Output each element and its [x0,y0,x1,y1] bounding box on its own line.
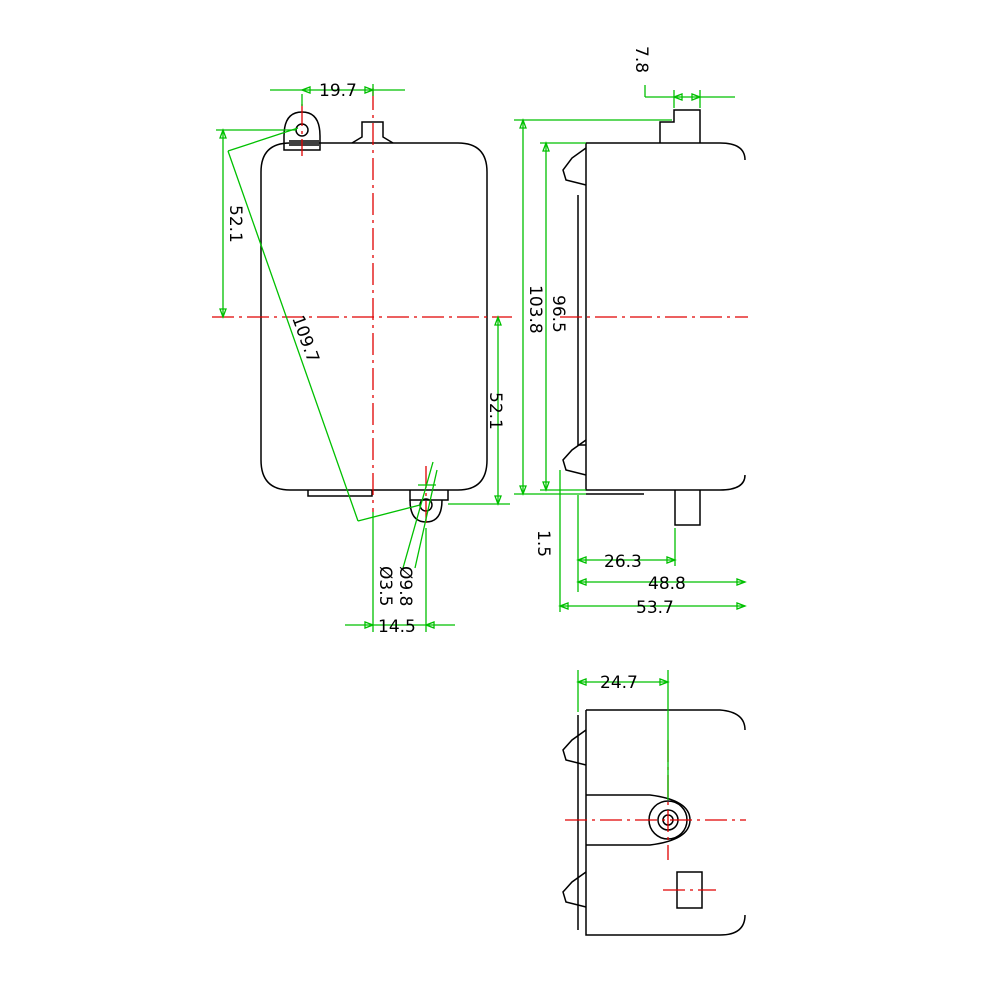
dim-body-depth: 48.8 [648,574,686,594]
side-top-nub [659,109,701,143]
dim-upper-half-height: 52.1 [225,205,245,243]
dim-bottom-lug-offset: 14.5 [378,617,416,637]
dim-bottom-view-offset: 24.7 [600,673,638,693]
bottom-view: 24.7 [562,670,746,936]
dim-top-lug-offset: 19.7 [319,81,357,101]
bottom-foot-lower [562,871,587,908]
dim-hole-inner-dia: Ø3.5 [375,566,395,606]
front-body-outline [260,142,488,491]
side-bottom-post [674,490,701,526]
dim-side-gap: 1.5 [533,530,553,557]
dim-diagonal: 109.7 [287,313,322,366]
bottom-foot-upper [562,729,587,766]
side-body-outline [585,142,746,491]
side-foot-upper [562,147,587,186]
dim-body-height: 96.5 [548,295,568,333]
top-nub [351,121,394,144]
dim-overall-height: 103.8 [525,285,545,334]
dim-side-post-offset: 26.3 [604,552,642,572]
dim-hole-outer-dia: Ø9.8 [395,566,415,606]
dim-overall-depth: 53.7 [636,598,674,618]
dim-lower-half-height: 52.1 [485,392,505,430]
front-view: 19.7 52.1 109.7 52.1 Ø9.8 Ø3.5 14.5 [212,81,512,637]
side-foot-lower [562,439,587,476]
bottom-clip [409,490,449,501]
bottom-body-outline [585,709,746,936]
bottom-plate [307,490,373,497]
side-view: 7.8 103.8 96.5 1.5 26.3 48.8 53.7 [514,46,748,618]
dim-side-nub-width: 7.8 [631,46,651,73]
